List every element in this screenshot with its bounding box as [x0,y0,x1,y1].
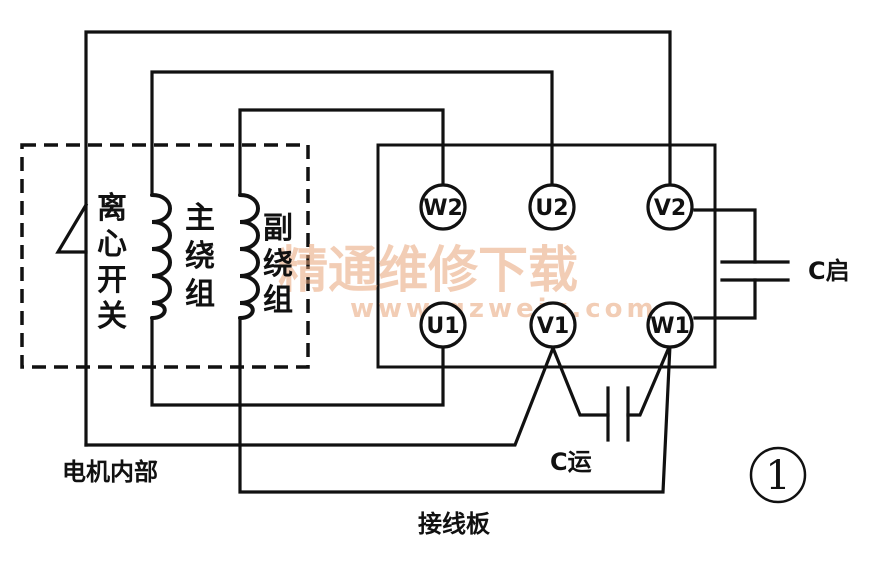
svg-text:1: 1 [765,453,790,499]
cap-start-wire-bottom [693,278,757,320]
svg-text:W1: W1 [650,314,690,339]
label-main-winding: 主 绕 组 [185,201,215,312]
cap-run-wire-left [550,345,610,417]
figure-number: 1 [749,446,807,504]
aux-winding-wire-bottom [238,316,672,494]
svg-text:W2: W2 [423,196,463,221]
svg-text:V2: V2 [654,196,686,221]
svg-text:主: 主 [185,201,215,236]
svg-text:绕: 绕 [185,239,215,274]
terminal-w1: W1 [646,301,694,349]
watermark-url: www.gzweix.com [350,294,658,324]
svg-text:绕: 绕 [263,247,293,282]
label-cap-run: C运 [550,448,592,476]
aux-winding-wire-top [238,108,445,197]
switch-wire-top [84,30,672,447]
terminal-v2: V2 [646,183,694,231]
centrifugal-switch-contact [55,202,89,254]
label-centrifugal-switch: 离 心 开 关 [97,191,127,334]
svg-text:组: 组 [263,283,293,318]
label-terminal-board: 接线板 [418,510,491,538]
main-winding-wire-top [150,70,554,197]
label-motor-interior: 电机内部 [62,458,158,486]
svg-text:副: 副 [263,211,293,246]
svg-text:心: 心 [97,227,127,262]
cap-start-wire-top [693,208,757,264]
label-cap-start: C启 [808,257,850,285]
svg-text:V1: V1 [537,314,569,339]
svg-text:离: 离 [97,191,127,226]
switch-wire-bottom [84,345,556,447]
svg-text:U2: U2 [535,196,568,221]
watermark-text: 精通维修下载 [278,240,578,299]
svg-text:关: 关 [97,299,127,334]
main-winding-coil [150,193,172,320]
label-aux-winding: 副 绕 组 [263,211,293,318]
svg-text:开: 开 [97,263,127,298]
terminal-w2: W2 [419,183,467,231]
cap-run-wire-right [626,342,673,417]
aux-winding-coil [238,193,260,320]
terminal-u1: U1 [419,301,467,349]
terminal-u2: U2 [528,183,576,231]
motor-interior-enclosure [20,143,310,369]
svg-text:U1: U1 [426,314,459,339]
main-winding-wire-bottom [150,316,445,407]
svg-text:组: 组 [185,277,215,312]
terminal-v1: V1 [529,301,577,349]
